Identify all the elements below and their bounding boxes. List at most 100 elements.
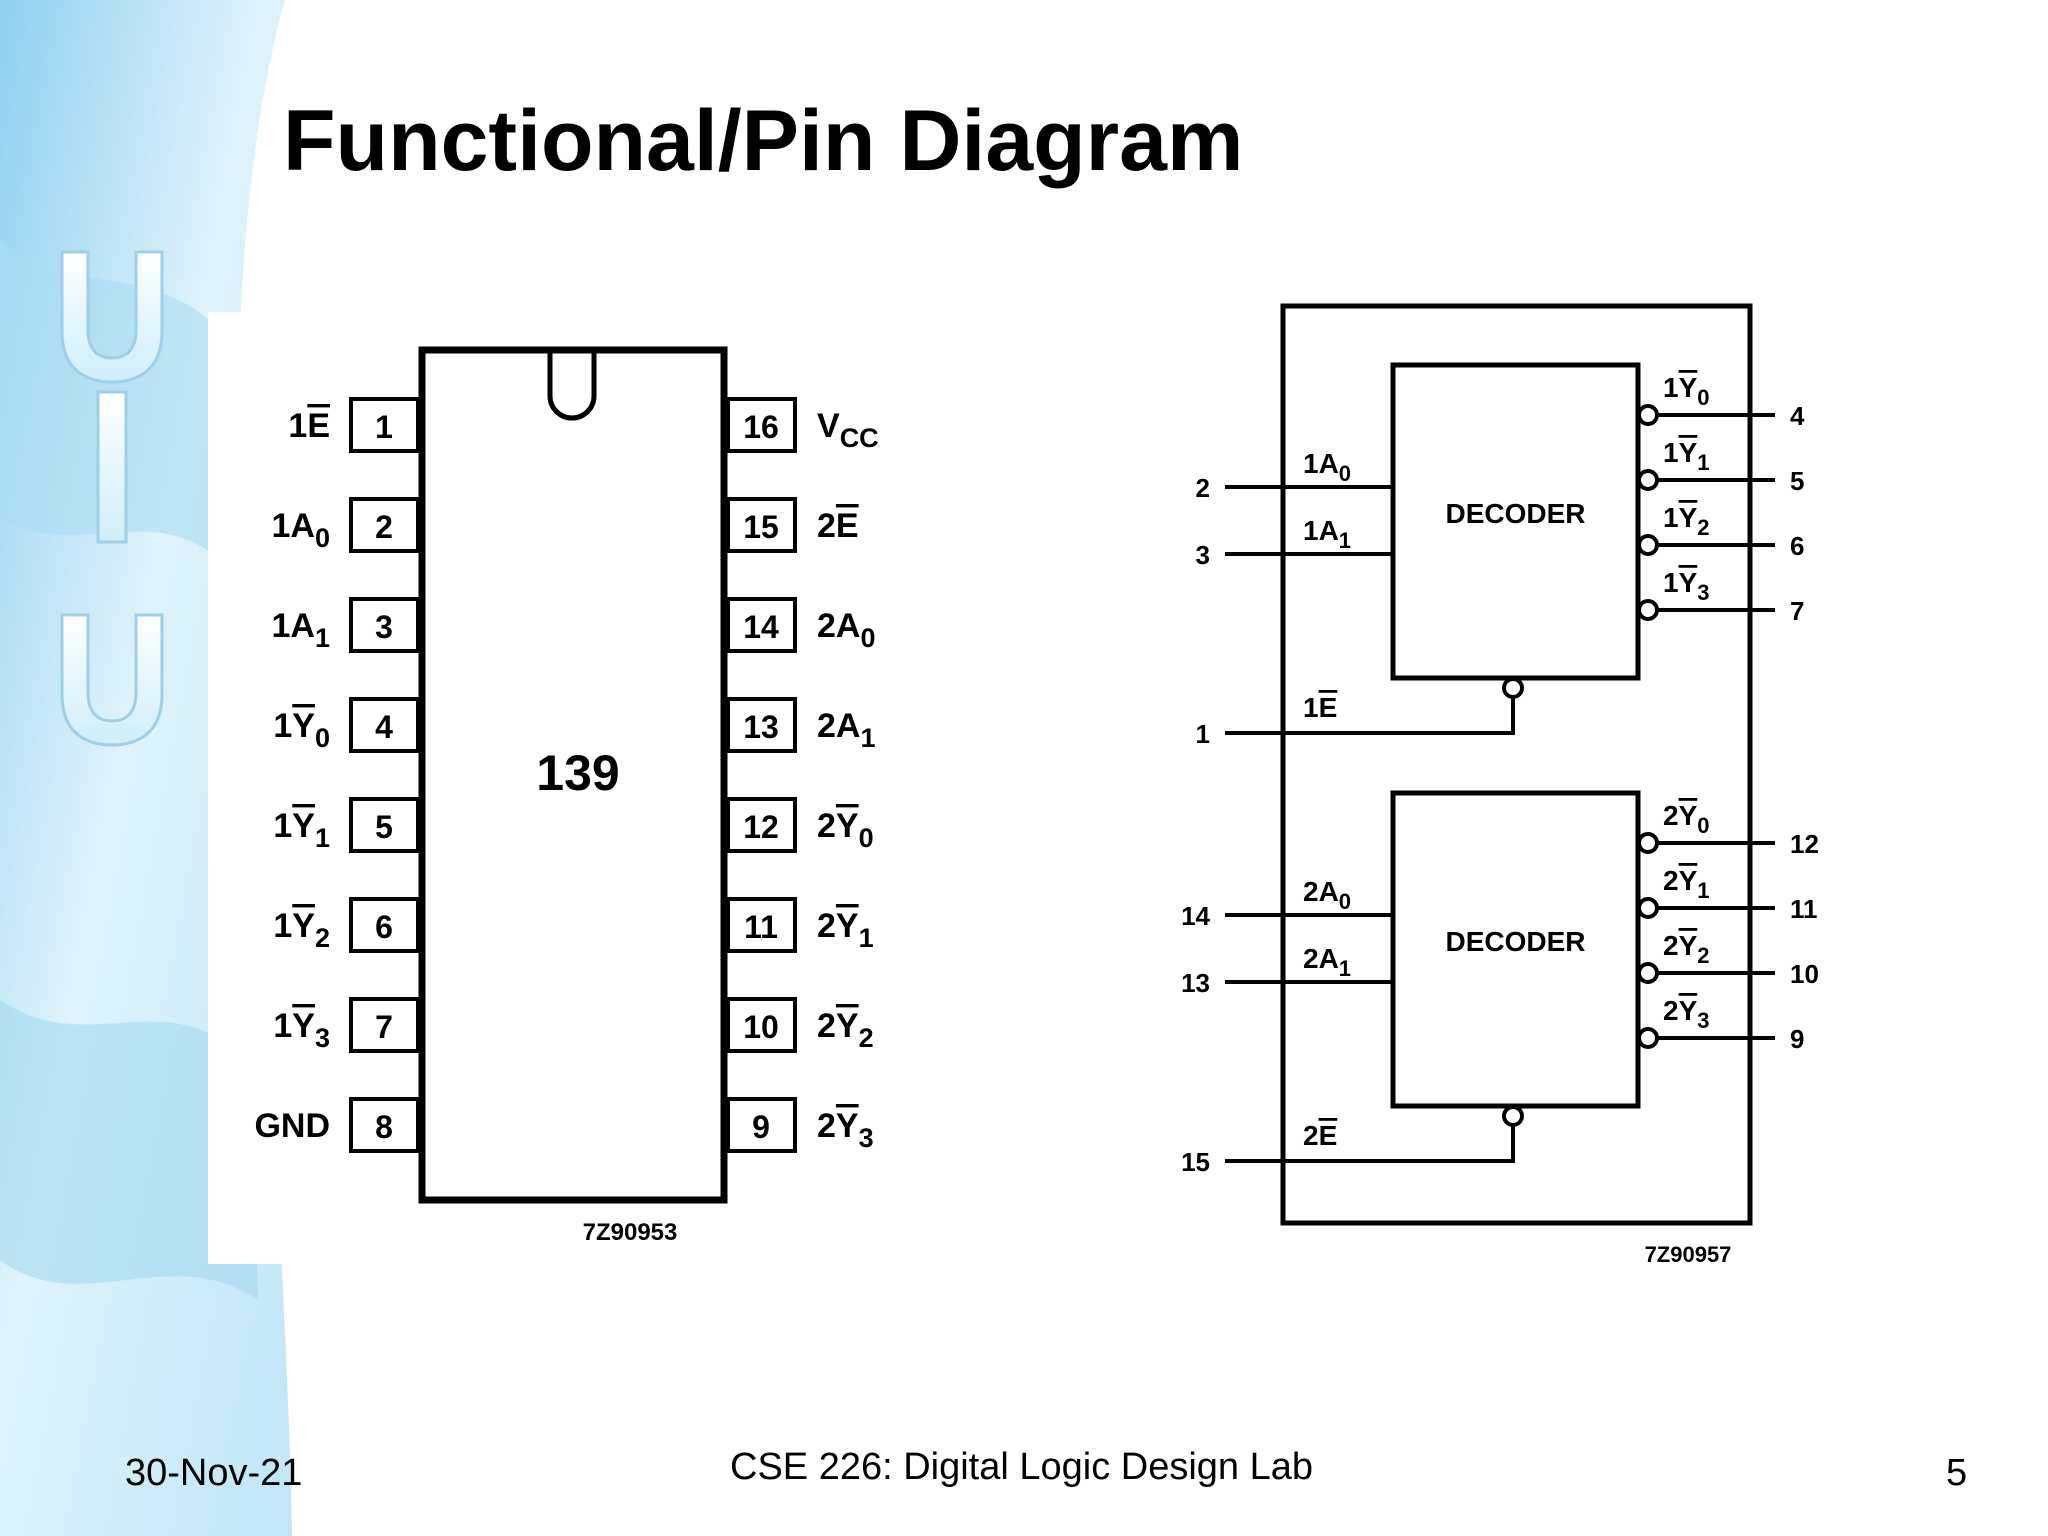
left-pin-1: 11E [288, 397, 420, 453]
output-name: 2Y1 [1663, 865, 1710, 903]
decoder-label: DECODER [1445, 926, 1585, 957]
pin-name: 1Y2 [273, 907, 330, 953]
chip-label: 139 [536, 745, 619, 801]
pin-name-subscript: 3 [859, 1123, 874, 1153]
output-name-prefix: 2 [1663, 995, 1679, 1026]
input-name: 1A0 [1303, 448, 1351, 486]
pin-number: 15 [743, 509, 779, 545]
pin-name-overline: Y [292, 1007, 315, 1045]
enable-name-overline: E [1319, 1120, 1338, 1151]
pin-name-prefix: 1A [272, 507, 315, 545]
output-name-prefix: 2 [1663, 800, 1679, 831]
pin-name-subscript: 0 [315, 723, 330, 753]
pin-number: 13 [743, 709, 779, 745]
output-name: 1Y0 [1663, 372, 1710, 410]
pin-number: 6 [375, 909, 393, 945]
pin-box [726, 997, 797, 1053]
output-name-subscript: 2 [1697, 515, 1709, 540]
pin-name-prefix: 1 [273, 807, 292, 845]
output-name-prefix: 2 [1663, 930, 1679, 961]
pin-name: 2A0 [817, 607, 876, 653]
footer-date: 30-Nov-21 [125, 1452, 303, 1494]
output-name-prefix: 1 [1663, 372, 1679, 403]
pin-name-overline: E [836, 507, 859, 545]
output-name: 2Y3 [1663, 995, 1710, 1033]
pin-name-subscript: 0 [859, 823, 874, 853]
pin-box [726, 697, 797, 753]
pin-box [726, 797, 797, 853]
functional-part-code: 7Z90957 [1645, 1242, 1732, 1267]
pin-name-subscript: 1 [860, 723, 875, 753]
pin-name-overline: E [307, 407, 330, 445]
pin-name-prefix: 1 [273, 907, 292, 945]
output-pin-number: 11 [1790, 894, 1818, 924]
logo-letter-u-top [60, 250, 164, 384]
pin-name: 2Y3 [817, 1107, 874, 1153]
pin-box [726, 597, 797, 653]
pin-name-prefix: V [817, 407, 840, 445]
output-name: 1Y2 [1663, 502, 1710, 540]
left-pin-8: 8 GND [254, 1097, 420, 1153]
decor-wave-lower [0, 1000, 258, 1300]
input-name-subscript: 1 [1339, 528, 1351, 553]
enable-line [1225, 697, 1515, 735]
pin-name: 1Y3 [273, 1007, 330, 1053]
pin-diagram-part-code: 7Z90953 [583, 1219, 678, 1246]
logo-letter-u-bottom [60, 613, 164, 747]
pin-number: 8 [375, 1109, 393, 1145]
pin-name-subscript: 3 [315, 1023, 330, 1053]
pin-name-overline: Y [836, 907, 859, 945]
pin-name: GND [254, 1107, 330, 1145]
pin-box [349, 997, 420, 1053]
output-bubble [1637, 534, 1659, 556]
pin-name-prefix: 1 [273, 707, 292, 745]
pin-box [726, 497, 797, 553]
pin-diagram-panel [208, 312, 894, 1264]
output-name-subscript: 1 [1697, 450, 1709, 475]
pin-name-prefix: 2 [817, 1007, 836, 1045]
pin-number: 1 [375, 409, 393, 445]
output-name-subscript: 3 [1697, 1008, 1709, 1033]
input-pin-number: 3 [1196, 540, 1210, 570]
input-name: 2A1 [1303, 943, 1351, 981]
pin-name-subscript: CC [840, 423, 879, 453]
output-name-prefix: 2 [1663, 865, 1679, 896]
logo [60, 250, 164, 747]
output-bubble [1637, 404, 1659, 426]
pin-number: 10 [743, 1009, 779, 1045]
footer-course: CSE 226: Digital Logic Design Lab [730, 1446, 1314, 1488]
pin-name-overline: Y [292, 707, 315, 745]
pin-name-overline: Y [836, 807, 859, 845]
pin-name-prefix: 2 [817, 507, 836, 545]
pin-name: 1Y1 [273, 807, 330, 853]
chip-body [418, 346, 728, 1204]
output-bubble [1637, 962, 1659, 984]
input-pin-number: 2 [1196, 473, 1210, 503]
enable-pin-number: 1 [1196, 719, 1210, 749]
pin-diagram: 139 7Z90953 11E21A031A141Y051Y161Y271Y38… [254, 346, 879, 1246]
output-bubble [1637, 469, 1659, 491]
output-name: 1Y1 [1663, 437, 1710, 475]
pin-name-prefix: 2A [817, 707, 860, 745]
input-name: 2A0 [1303, 876, 1351, 914]
output-pin-number: 10 [1790, 959, 1819, 989]
output-name-prefix: 1 [1663, 437, 1679, 468]
pin-name-overline: Y [836, 1107, 859, 1145]
pin-name: 2E [817, 507, 859, 545]
pin-name-subscript: 0 [860, 623, 875, 653]
enable-name-overline: E [1319, 692, 1338, 723]
input-name-subscript: 0 [1339, 889, 1351, 914]
chip-notch [547, 350, 597, 421]
output-pin-number: 6 [1790, 531, 1804, 561]
output-name-overline: Y [1679, 437, 1698, 468]
enable-name-prefix: 2 [1303, 1120, 1319, 1151]
